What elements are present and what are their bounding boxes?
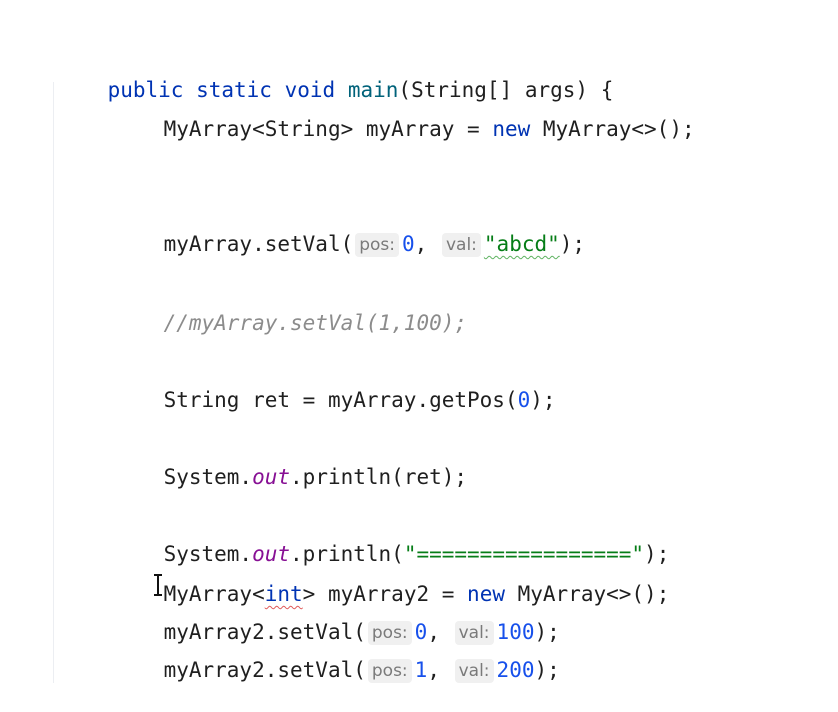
code-text: ); [530, 388, 556, 412]
string-literal: "abcd" [483, 232, 560, 256]
code-line-println-ret[interactable]: System.out.println(ret); [113, 435, 467, 489]
keyword: static [196, 78, 272, 102]
code-text: , [427, 658, 453, 682]
code-text: MyArray< [163, 582, 265, 606]
code-text: , [427, 620, 453, 644]
parameter-hint-pos: pos: [355, 233, 400, 257]
number-literal: 0 [517, 388, 531, 412]
code-text: ); [644, 542, 670, 566]
code-text: myArray.setVal( [163, 232, 354, 256]
code-text: myArray2.setVal( [163, 658, 366, 682]
number-literal: 100 [496, 620, 535, 644]
code-editor[interactable]: public static void main(String[] args) {… [0, 0, 838, 683]
code-line-decl-myarray2[interactable]: MyArray<int> myArray2 = new MyArray<>(); [113, 552, 670, 606]
parameter-hint-val: val: [454, 659, 494, 683]
code-line-main-signature[interactable]: public static void main(String[] args) { [57, 48, 614, 102]
keyword: new [467, 582, 505, 606]
method-name: main [347, 78, 399, 102]
number-literal: 200 [496, 658, 535, 682]
code-text: (String[] args) { [398, 78, 614, 102]
keyword: new [492, 117, 531, 141]
code-text: > myArray2 = [302, 582, 468, 606]
number-literal: 0 [414, 620, 428, 644]
code-line-comment[interactable]: //myArray.setVal(1,100); [113, 281, 467, 335]
number-literal: 0 [402, 232, 415, 256]
number-literal: 1 [414, 658, 428, 682]
parameter-hint-pos: pos: [367, 659, 412, 683]
code-text: ); [534, 620, 560, 644]
code-text: System. [163, 542, 253, 566]
code-text: MyArray<>(); [504, 582, 670, 606]
code-line-setval-3[interactable]: myArray2.setVal(pos:1, val:200); [113, 628, 560, 683]
code-line-getpos[interactable]: String ret = myArray.getPos(0); [113, 358, 556, 412]
comment-text: //myArray.setVal(1,100); [163, 311, 468, 335]
code-text: .println( [290, 542, 404, 566]
static-field: out [252, 465, 291, 489]
keyword: public [107, 78, 184, 102]
code-text: ); [559, 232, 586, 256]
parameter-hint-val: val: [441, 233, 481, 257]
code-line-setval-2[interactable]: myArray2.setVal(pos:0, val:100); [113, 590, 560, 645]
text-cursor-icon [154, 574, 162, 596]
code-text: MyArray<String> myArray = [163, 117, 493, 141]
code-line-println-separator[interactable]: System.out.println("================="); [113, 512, 670, 566]
error-type-keyword: int [264, 582, 303, 606]
code-text: ); [534, 658, 560, 682]
code-text: myArray2.setVal( [163, 620, 366, 644]
code-line-setval-1[interactable]: myArray.setVal(pos:0, val:"abcd"); [113, 202, 585, 257]
parameter-hint-val: val: [454, 621, 494, 645]
code-text: .println(ret); [290, 465, 468, 489]
string-literal: "=================" [403, 542, 645, 566]
static-field: out [252, 542, 291, 566]
code-text: MyArray<>(); [530, 117, 695, 141]
parameter-hint-pos: pos: [367, 621, 412, 645]
code-text: String ret = myArray.getPos( [163, 388, 518, 412]
keyword: void [284, 78, 336, 102]
code-text: , [414, 232, 440, 256]
code-line-decl-myarray[interactable]: MyArray<String> myArray = new MyArray<>(… [113, 87, 695, 141]
indent-guide [53, 82, 54, 683]
code-text: System. [163, 465, 253, 489]
